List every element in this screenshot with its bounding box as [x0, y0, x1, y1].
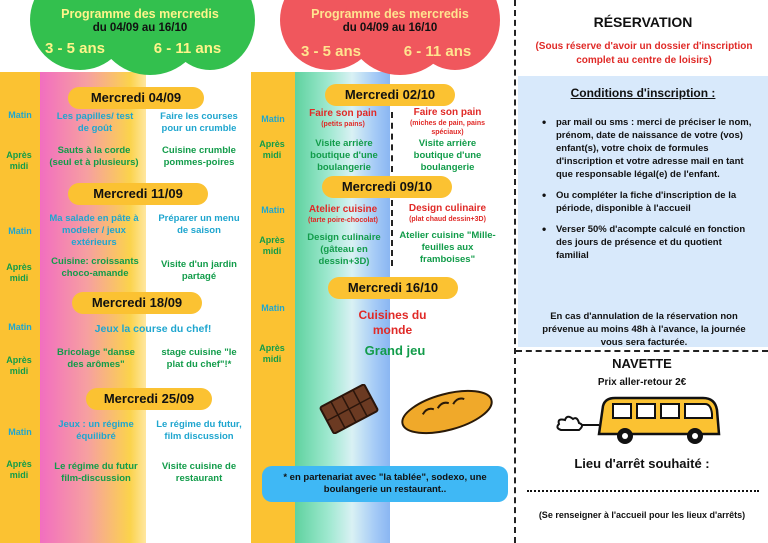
activity-09-10-am-3-5-detail: (tarte poire-chocolat): [307, 217, 378, 224]
reservation-title: RÉSERVATION: [593, 14, 693, 30]
label-apres-midi: Après midi: [259, 235, 285, 256]
activity-11-09-am-6-11: Préparer un menu de saison: [158, 213, 240, 236]
activity-18-09-pm-6-11: stage cuisine "le plat du chef"!*: [161, 347, 237, 370]
activity-04-09-am-6-11: Faire les courses pour un crumble: [160, 111, 238, 134]
conditions-title: Conditions d'inscription :: [570, 86, 716, 100]
stop-input-line[interactable]: [527, 490, 759, 492]
condition-item: par mail ou sms : merci de préciser le n…: [540, 116, 755, 181]
reservation-subtitle: (Sous réserve d'avoir un dossier d'inscr…: [535, 41, 753, 66]
activity-25-09-am-3-5: Jeux : un régime équilibré: [58, 419, 134, 442]
right-cloud-title: Programme des mercredis: [311, 7, 469, 21]
right-cloud-age-6-11: 6 - 11 ans: [403, 43, 472, 60]
label-apres-midi: Après midi: [259, 139, 285, 160]
activity-02-10-pm-3-5: Visite arrière boutique d'une boulangeri…: [310, 138, 378, 173]
activity-09-10-am-3-5: Atelier cuisine: [308, 204, 378, 215]
right-cloud-age-3-5: 3 - 5 ans: [300, 43, 362, 60]
stop-label: Lieu d'arrêt souhaité :: [574, 456, 710, 471]
activity-11-09-pm-3-5: Cuisine: croissants choco-amande: [51, 256, 139, 279]
partner-note-box: [262, 466, 508, 502]
activity-18-09-am-all: Jeux la course du chef!: [94, 323, 212, 335]
left-cloud-title: Programme des mercredis: [61, 7, 219, 21]
bread-illustration: [401, 389, 493, 435]
stop-info: (Se renseigner à l'accueil pour les lieu…: [538, 510, 746, 520]
activity-09-10-am-6-11: Design culinaire: [408, 203, 487, 214]
label-matin: Matin: [261, 303, 285, 313]
activity-02-10-am-6-11-detail: (miches de pain, pains spéciaux): [409, 120, 486, 136]
activity-02-10-am-6-11: Faire son pain: [413, 107, 482, 118]
cancellation-note: En cas d'annulation de la réservation no…: [542, 311, 746, 348]
left-label-column: [0, 72, 40, 543]
label-matin: Matin: [8, 427, 32, 437]
navette-separator: [516, 350, 768, 352]
chocolate-bar-illustration: [319, 384, 379, 434]
label-matin: Matin: [8, 322, 32, 332]
left-cloud-age-3-5: 3 - 5 ans: [44, 40, 106, 57]
activity-04-09-am-3-5: Les papilles/ test de goût: [56, 111, 134, 134]
navette-title: NAVETTE: [612, 356, 672, 371]
condition-item: Verser 50% d'acompte calculé en fonction…: [540, 223, 755, 262]
activity-18-09-pm-3-5: Bricolage "danse des arômes": [57, 347, 135, 370]
date-pill-18-09: Mercredi 18/09: [72, 292, 202, 314]
activity-16-10-pm-all: Grand jeu: [364, 343, 426, 358]
date-pill-02-10: Mercredi 02/10: [325, 84, 455, 106]
activity-04-09-pm-3-5: Sauts à la corde (seul et à plusieurs): [49, 145, 139, 168]
navette-price: Prix aller-retour 2€: [597, 377, 687, 388]
activity-02-10-am-3-5: Faire son pain: [309, 108, 377, 119]
activity-02-10-am-3-5-detail: (petits pains): [321, 121, 365, 128]
activity-25-09-pm-3-5: Le régime du futur film-discussion: [54, 461, 138, 484]
label-apres-midi: Après midi: [6, 150, 32, 171]
label-apres-midi: Après midi: [6, 355, 32, 376]
activity-09-10-pm-3-5: Design culinaire (gâteau en dessin+3D): [307, 232, 381, 267]
activity-04-09-pm-6-11: Cuisine crumble pommes-poires: [162, 145, 236, 168]
conditions-list: par mail ou sms : merci de préciser le n…: [540, 116, 755, 270]
label-apres-midi: Après midi: [6, 262, 32, 283]
activity-25-09-pm-6-11: Visite cuisine de restaurant: [161, 461, 237, 484]
activity-25-09-am-6-11: Le régime du futur, film discussion: [156, 419, 242, 442]
date-pill-11-09: Mercredi 11/09: [68, 183, 208, 205]
partner-note-text: * en partenariat avec "la tablée", sodex…: [283, 472, 487, 495]
left-cloud-age-6-11: 6 - 11 ans: [153, 40, 222, 57]
date-pill-04-09: Mercredi 04/09: [68, 87, 204, 109]
column-divider: [391, 200, 393, 266]
column-divider: [391, 112, 393, 172]
activity-09-10-pm-6-11: Atelier cuisine "Mille-feuilles aux fram…: [399, 230, 496, 265]
activity-02-10-pm-6-11: Visite arrière boutique d'une boulangeri…: [413, 138, 482, 173]
date-pill-25-09: Mercredi 25/09: [86, 388, 212, 410]
activity-16-10-am-all: Cuisines du monde: [358, 308, 427, 337]
page-separator: [514, 0, 516, 543]
activity-11-09-pm-6-11: Visite d'un jardin partagé: [161, 259, 237, 282]
condition-item: Ou compléter la fiche d'inscription de l…: [540, 189, 755, 215]
date-pill-09-10: Mercredi 09/10: [322, 176, 452, 198]
label-matin: Matin: [261, 205, 285, 215]
label-matin: Matin: [8, 110, 32, 120]
label-matin: Matin: [261, 114, 285, 124]
right-cloud-dates: du 04/09 au 16/10: [342, 22, 438, 34]
label-matin: Matin: [8, 226, 32, 236]
bus-icon: [556, 396, 721, 444]
middle-3-5-column-bg: [295, 72, 390, 543]
date-pill-16-10: Mercredi 16/10: [328, 277, 458, 299]
label-apres-midi: Après midi: [259, 343, 285, 364]
activity-11-09-am-3-5: Ma salade en pâte à modeler / jeux extér…: [49, 213, 139, 248]
middle-label-column: [251, 72, 295, 543]
label-apres-midi: Après midi: [6, 459, 32, 480]
left-cloud-dates: du 04/09 au 16/10: [92, 22, 188, 34]
activity-09-10-am-6-11-detail: (plat chaud dessin+3D): [409, 216, 486, 223]
